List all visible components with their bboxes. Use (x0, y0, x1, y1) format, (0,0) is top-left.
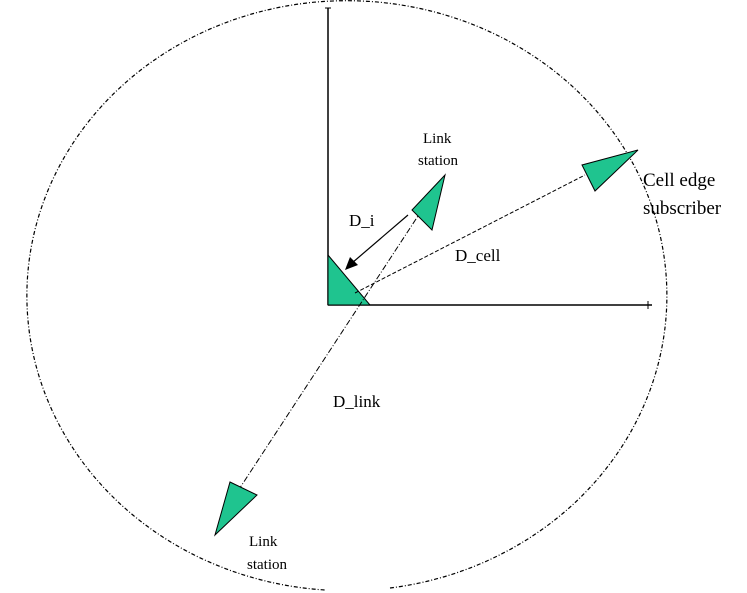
link-station-top-label: Link station (418, 131, 458, 169)
link-station-bottom-icon (214, 481, 258, 537)
d-i-label: D_i (349, 211, 375, 230)
d-i-arrow-line (351, 214, 409, 264)
d-link-line (231, 189, 436, 501)
cell-edge-subscriber-icon (581, 149, 639, 192)
d-cell-label: D_cell (455, 246, 501, 265)
d-cell-line (354, 174, 586, 294)
cell-edge-label: Cell edge subscriber (643, 170, 722, 219)
link-station-top-line1: Link (423, 131, 452, 147)
link-station-top-line2: station (418, 153, 458, 169)
link-station-bottom-line2: station (247, 557, 287, 573)
base-station-icon (327, 253, 372, 306)
link-station-top-icon (411, 173, 446, 231)
d-link-label: D_link (333, 392, 381, 411)
cell-boundary-circle (26, 0, 668, 591)
link-station-bottom-line1: Link (249, 534, 278, 550)
cell-edge-line2: subscriber (643, 198, 722, 219)
link-station-bottom-label: Link station (247, 534, 287, 573)
d-i-arrowhead (345, 257, 358, 270)
cell-edge-line1: Cell edge (643, 170, 715, 191)
